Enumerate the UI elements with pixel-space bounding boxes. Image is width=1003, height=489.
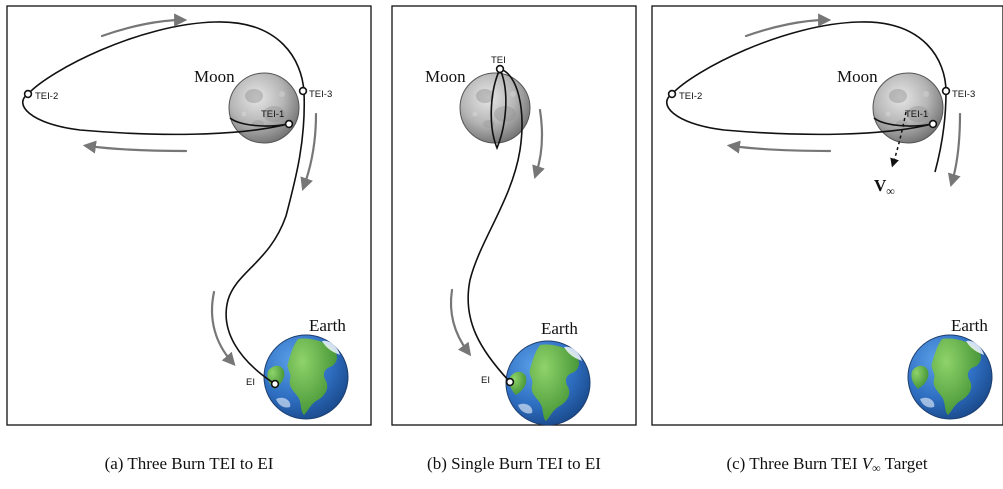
direction-arrow (726, 140, 832, 154)
ei-label: EI (246, 377, 255, 388)
tei-1-label: TEI-1 (261, 109, 284, 120)
parking-orbit-path (873, 117, 933, 127)
ei-node (505, 377, 515, 387)
v-infinity-label: V∞ (874, 176, 895, 198)
tei-3-node (941, 86, 951, 96)
moon-label: Moon (194, 67, 235, 86)
tei-node (495, 64, 505, 74)
tei-1-label: TEI-1 (905, 109, 928, 120)
direction-arrow (947, 112, 962, 188)
tei-2-label: TEI-2 (679, 91, 702, 102)
tei-3-node (298, 86, 308, 96)
direction-arrow (449, 288, 472, 357)
ei-node (270, 379, 280, 389)
panel-c-caption: (c) Three Burn TEI V∞ Target (726, 454, 927, 475)
moon-label: Moon (837, 67, 878, 86)
direction-arrow (100, 13, 188, 38)
earth-label: Earth (541, 319, 578, 338)
earth-icon (263, 334, 349, 420)
v-infinity-vector (890, 111, 907, 168)
tei-2-label: TEI-2 (35, 91, 58, 102)
direction-arrow (744, 13, 832, 38)
earth-label: Earth (309, 316, 346, 335)
panel-b-caption: (b) Single Burn TEI to EI (427, 454, 601, 473)
earth-icon (505, 340, 591, 426)
parking-orbit-path (229, 117, 289, 127)
tei-3-label: TEI-3 (309, 89, 332, 100)
direction-arrow (532, 108, 545, 180)
direction-arrow (300, 112, 318, 191)
ei-label: EI (481, 375, 490, 386)
earth-icon (907, 334, 993, 420)
tei-2-node (667, 89, 677, 99)
tei-label: TEI (491, 55, 506, 66)
earth-label: Earth (951, 316, 988, 335)
parking-orbit-path (490, 68, 507, 151)
panel-c: Moon Earth V∞ TEI-1 TEI-2 TEI-3 (c) Thre… (651, 5, 1003, 475)
panel-b: Moon Earth TEI EI (b) Single Burn TEI to… (391, 5, 637, 473)
tei-2-node (23, 89, 33, 99)
moon-label: Moon (425, 67, 466, 86)
direction-arrow (82, 140, 188, 154)
tei-1-node (284, 119, 294, 129)
trajectory-path (22, 21, 306, 385)
panel-a: Moon Earth TEI-1 TEI-2 TEI-3 EI (a) Thre… (6, 5, 372, 473)
panel-b-frame (391, 5, 637, 426)
trajectory-path (467, 68, 523, 383)
tei-1-node (928, 119, 938, 129)
tei-3-label: TEI-3 (952, 89, 975, 100)
panel-a-caption: (a) Three Burn TEI to EI (105, 454, 274, 473)
direction-arrow (210, 290, 236, 366)
